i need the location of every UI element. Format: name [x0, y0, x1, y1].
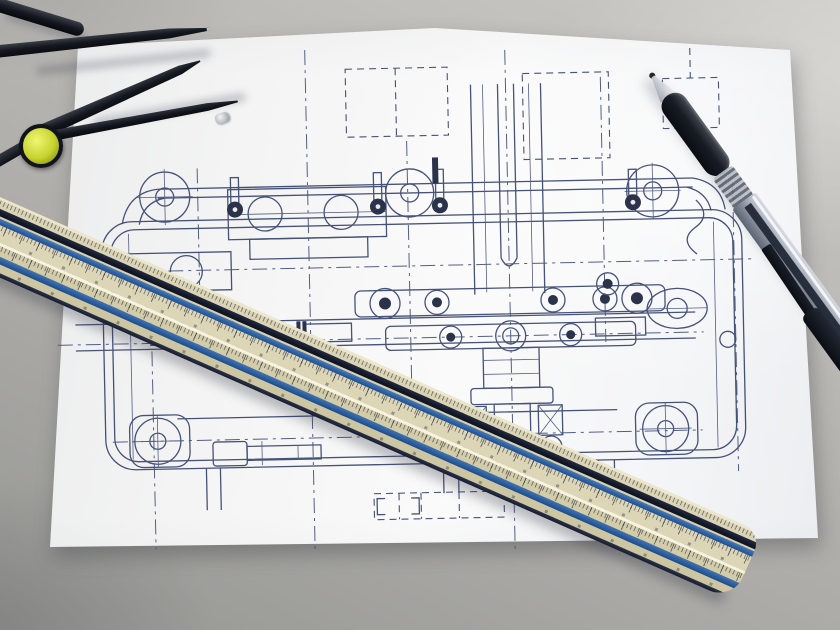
compass-knob [19, 124, 63, 168]
